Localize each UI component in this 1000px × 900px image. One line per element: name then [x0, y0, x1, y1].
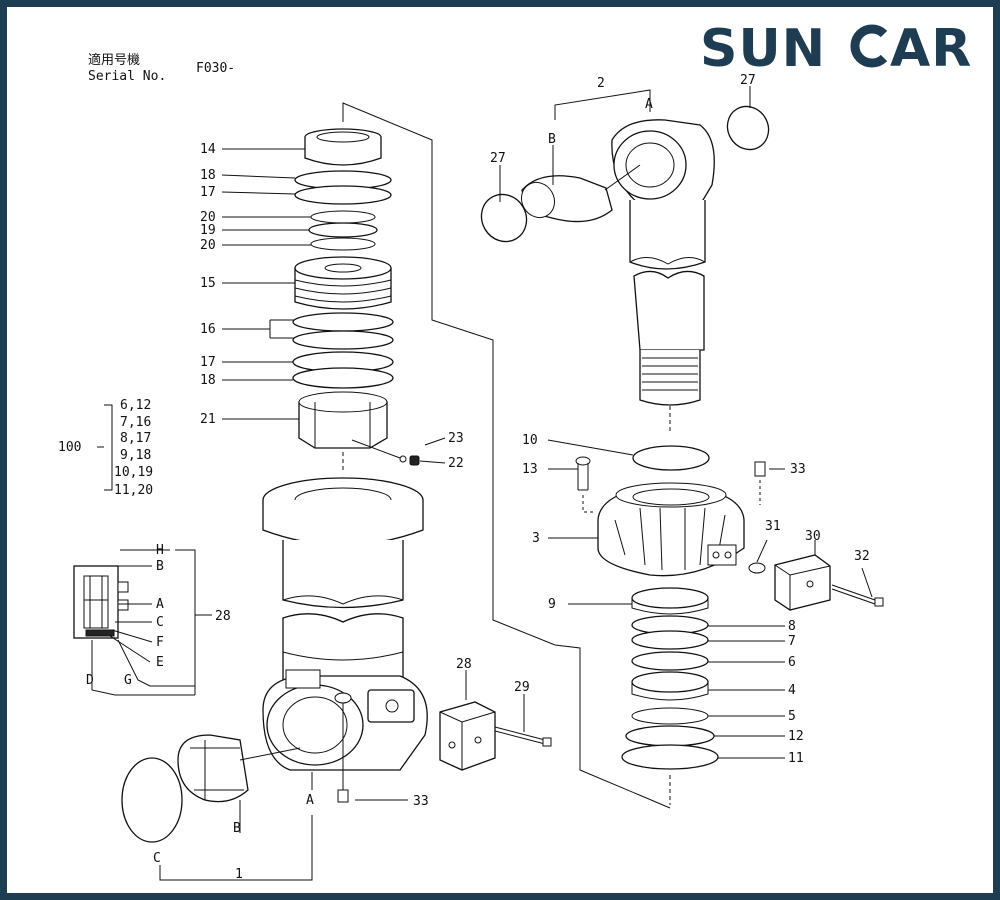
detail-G: G [124, 673, 132, 688]
callout-33-right: 33 [790, 462, 806, 477]
callout-19: 19 [200, 223, 216, 238]
kit-item-6: 11,20 [114, 483, 153, 498]
callout-17b: 17 [200, 355, 216, 370]
callout-11: 11 [788, 751, 804, 766]
callout-33-bottom: 33 [413, 794, 429, 809]
callout-B-left: B [233, 821, 241, 836]
callout-32: 32 [854, 549, 870, 564]
callout-31: 31 [765, 519, 781, 534]
callout-7: 7 [788, 634, 796, 649]
seal-stack [292, 128, 420, 472]
detail-D: D [86, 673, 94, 688]
serial-label-en: Serial No. [88, 69, 166, 84]
serial-value: F030- [196, 61, 235, 76]
callout-3: 3 [532, 531, 540, 546]
callout-1: 1 [235, 867, 243, 882]
kit-item-1: 6,12 [120, 398, 151, 413]
callout-30: 30 [805, 529, 821, 544]
callout-2: 2 [597, 76, 605, 91]
detail-28-schematic [73, 549, 212, 696]
kit-item-5: 10,19 [114, 465, 153, 480]
kit-item-4: 9,18 [120, 448, 151, 463]
head-seal-stack [621, 587, 719, 805]
logo-text-right: AR [890, 19, 972, 79]
valve-block-28 [439, 701, 552, 771]
detail-E: E [156, 655, 164, 670]
callout-20b: 20 [200, 238, 216, 253]
callout-4: 4 [788, 683, 796, 698]
callout-20a: 20 [200, 210, 216, 225]
callout-13: 13 [522, 462, 538, 477]
callout-27-right: 27 [740, 73, 756, 88]
bracket-top [342, 102, 671, 809]
detail-F: F [156, 635, 164, 650]
callout-A-left: A [306, 793, 314, 808]
callout-C-left: C [153, 851, 161, 866]
logo-text-left: SUN [700, 19, 826, 79]
bracket-bc [159, 815, 313, 881]
callout-29: 29 [514, 680, 530, 695]
callout-B-top: B [548, 132, 556, 147]
cylinder-tube [262, 477, 428, 803]
callout-A-top: A [645, 97, 653, 112]
callout-5: 5 [788, 709, 796, 724]
callout-8: 8 [788, 619, 796, 634]
callout-9: 9 [548, 597, 556, 612]
detail-B: B [156, 559, 164, 574]
kit-item-2: 7,16 [120, 415, 151, 430]
callout-18b: 18 [200, 373, 216, 388]
kit-id: 100 [58, 440, 81, 455]
callout-12: 12 [788, 729, 804, 744]
callout-labels: 14 18 17 20 19 20 15 16 17 18 21 23 22 1… [58, 73, 870, 882]
callout-14: 14 [200, 142, 216, 157]
bracket-2 [554, 89, 651, 120]
callout-23: 23 [448, 431, 464, 446]
leader-lines [97, 86, 873, 833]
callout-21: 21 [200, 412, 216, 427]
callout-18a: 18 [200, 168, 216, 183]
detail-A: A [156, 597, 164, 612]
cylinder-head [575, 445, 884, 611]
detail-28-id: 28 [215, 609, 231, 624]
logo-c-mark [850, 24, 888, 68]
callout-15: 15 [200, 276, 216, 291]
callout-6: 6 [788, 655, 796, 670]
detail-C: C [156, 615, 164, 630]
callout-16: 16 [200, 322, 216, 337]
suncar-logo: SUN AR [700, 19, 972, 79]
rod-assembly [480, 105, 770, 432]
callout-10: 10 [522, 433, 538, 448]
kit-item-3: 8,17 [120, 431, 151, 446]
detail-H: H [156, 543, 164, 558]
bushing-b-and-ring-c [121, 734, 301, 843]
serial-label-jp: 適用号機 [88, 52, 140, 68]
callout-27-left: 27 [490, 151, 506, 166]
callout-22: 22 [448, 456, 464, 471]
callout-28: 28 [456, 657, 472, 672]
callout-17a: 17 [200, 185, 216, 200]
